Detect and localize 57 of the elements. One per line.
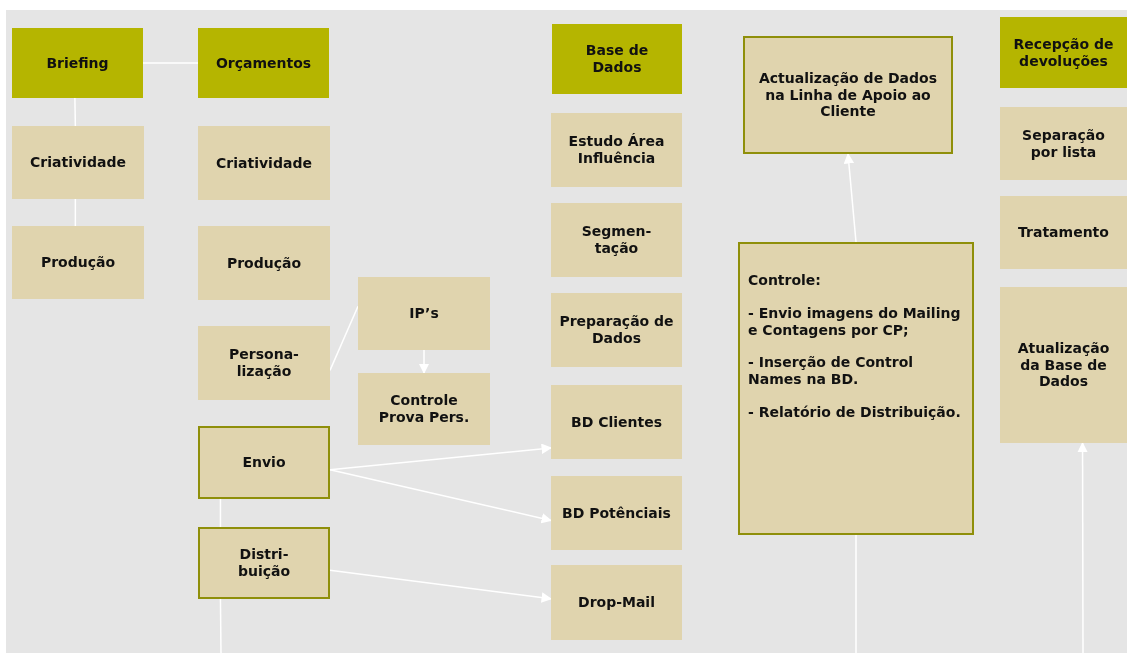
process-box <box>12 226 144 299</box>
process-box <box>198 226 330 300</box>
process-box <box>198 527 330 599</box>
header-box <box>552 24 682 94</box>
box-label: Separação por lista <box>1021 126 1106 161</box>
box-label: Preparação de Dados <box>559 313 674 347</box>
box-label: BD Potênciais <box>562 504 671 522</box>
box-label: Briefing <box>46 54 109 72</box>
box-label: Criatividade <box>30 154 126 171</box>
box-label: IP’s <box>409 305 439 322</box>
box-label: BD Clientes <box>571 413 662 431</box>
header-box <box>1000 17 1127 88</box>
box-label: Orçamentos <box>215 54 312 72</box>
arrow <box>843 152 857 243</box>
box-label: Base de Dados <box>584 42 650 76</box>
process-box <box>551 293 682 367</box>
box-label: Produção <box>226 254 302 272</box>
note-heading: Controle: <box>748 272 821 289</box>
process-box <box>198 326 330 400</box>
process-box <box>1000 287 1127 443</box>
process-box <box>12 126 144 199</box>
process-box <box>551 476 682 550</box>
arrow <box>329 443 553 471</box>
process-box <box>1000 196 1127 269</box>
box-label: Produção <box>40 254 116 271</box>
box-label: Persona- lização <box>228 346 300 380</box>
box-label: - Inserção de Control Names na BD. <box>748 354 915 388</box>
arrow <box>329 469 552 524</box>
process-box <box>551 565 682 640</box>
process-box <box>198 426 330 499</box>
process-box <box>551 203 682 277</box>
process-box <box>551 113 682 187</box>
box-label: Estudo Área Influência <box>567 133 666 167</box>
box-label: Segmen- tação <box>580 223 653 257</box>
box-label: Envio <box>242 454 286 471</box>
box-label: Atualização da Base de Dados <box>1016 339 1111 391</box>
box-label: Drop-Mail <box>578 594 655 611</box>
process-box <box>551 385 682 459</box>
box-label: Criatividade <box>216 154 312 172</box>
process-box <box>1000 107 1127 180</box>
box-label: Controle Prova Pers. <box>377 392 471 426</box>
process-box <box>358 373 490 445</box>
arrow <box>418 349 430 375</box>
box-label: - Envio imagens do Mailing e Contagens por CP; <box>748 304 962 339</box>
box-label: Distri- buição <box>236 546 292 580</box>
note-box <box>738 242 974 535</box>
arrow <box>1077 441 1088 653</box>
box-label: Tratamento <box>1018 224 1109 241</box>
box-label: Actualização de Dados na Linha de Apoio ao Cliente <box>758 69 938 121</box>
process-box <box>743 36 953 154</box>
header-box <box>12 28 143 98</box>
process-box <box>198 126 330 200</box>
box-label: - Relatório de Distribuição. <box>748 404 961 421</box>
process-box <box>358 277 490 350</box>
box-label: Recepção de devoluções <box>1012 35 1115 70</box>
header-box <box>198 28 329 98</box>
arrow <box>329 569 553 603</box>
